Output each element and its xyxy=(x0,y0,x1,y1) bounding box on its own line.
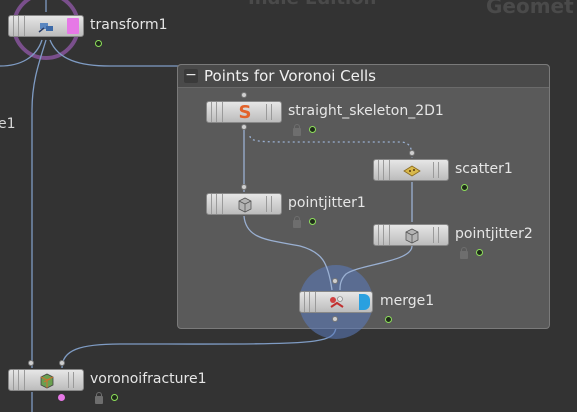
input-connector[interactable] xyxy=(59,360,65,366)
display-flag[interactable] xyxy=(359,294,370,310)
voronoi-icon xyxy=(37,372,57,389)
node-tile[interactable] xyxy=(299,291,373,313)
edition-watermark: Indie Edition xyxy=(248,0,376,9)
lock-icon xyxy=(293,216,301,228)
scatter-icon xyxy=(402,162,422,179)
node-tile[interactable] xyxy=(206,193,282,215)
node-label: voronoifracture1 xyxy=(90,371,207,387)
wire-transform-left xyxy=(0,39,43,67)
status-indicator-icon xyxy=(309,218,316,225)
network-box-title: Points for Voronoi Cells xyxy=(204,67,376,85)
status-indicator-icon xyxy=(461,184,468,191)
skeleton-s-icon: S xyxy=(238,102,252,123)
node-label: straight_skeleton_2D1 xyxy=(288,103,444,119)
offscreen-node-label: e1 xyxy=(0,116,16,132)
lock-icon xyxy=(293,124,301,136)
input-connector[interactable] xyxy=(332,278,338,284)
status-indicator-icon xyxy=(476,249,483,256)
output-pink-dot-icon xyxy=(58,394,65,401)
node-tile[interactable]: S xyxy=(206,101,282,123)
transform-icon xyxy=(37,18,57,35)
node-tile[interactable] xyxy=(8,369,84,391)
box-icon xyxy=(235,196,255,213)
merge-icon xyxy=(327,294,347,311)
wire-jitter2-to-merge xyxy=(339,245,413,291)
output-connector[interactable] xyxy=(241,124,247,130)
status-indicator-icon xyxy=(385,316,392,323)
status-indicator-icon xyxy=(111,394,118,401)
input-connector[interactable] xyxy=(409,150,415,156)
input-connector[interactable] xyxy=(241,184,247,190)
input-connector[interactable] xyxy=(241,92,247,98)
status-indicator-icon xyxy=(95,40,102,47)
wire-transform-to-voronoi xyxy=(31,39,47,368)
node-label: merge1 xyxy=(380,293,435,309)
network-box-header[interactable]: − Points for Voronoi Cells xyxy=(178,65,549,88)
node-label: scatter1 xyxy=(455,161,513,177)
display-flag[interactable] xyxy=(67,18,79,34)
status-indicator-icon xyxy=(309,126,316,133)
node-label: pointjitter1 xyxy=(288,195,366,211)
wire-skeleton-to-scatter-dotted xyxy=(249,135,413,159)
input-connector[interactable] xyxy=(28,360,34,366)
context-watermark: Geomet xyxy=(486,0,574,18)
output-connector[interactable] xyxy=(332,316,338,322)
node-tile[interactable] xyxy=(8,15,84,37)
node-label: pointjitter2 xyxy=(455,226,533,242)
wire-jitter1-to-merge xyxy=(243,215,333,291)
wire-transform-right xyxy=(49,39,178,67)
box-icon xyxy=(402,227,422,244)
node-tile[interactable] xyxy=(373,224,449,246)
lock-icon xyxy=(460,247,468,259)
node-tile[interactable] xyxy=(373,159,449,181)
node-label: transform1 xyxy=(90,17,168,33)
lock-icon xyxy=(95,392,103,404)
collapse-button[interactable]: − xyxy=(184,67,198,83)
